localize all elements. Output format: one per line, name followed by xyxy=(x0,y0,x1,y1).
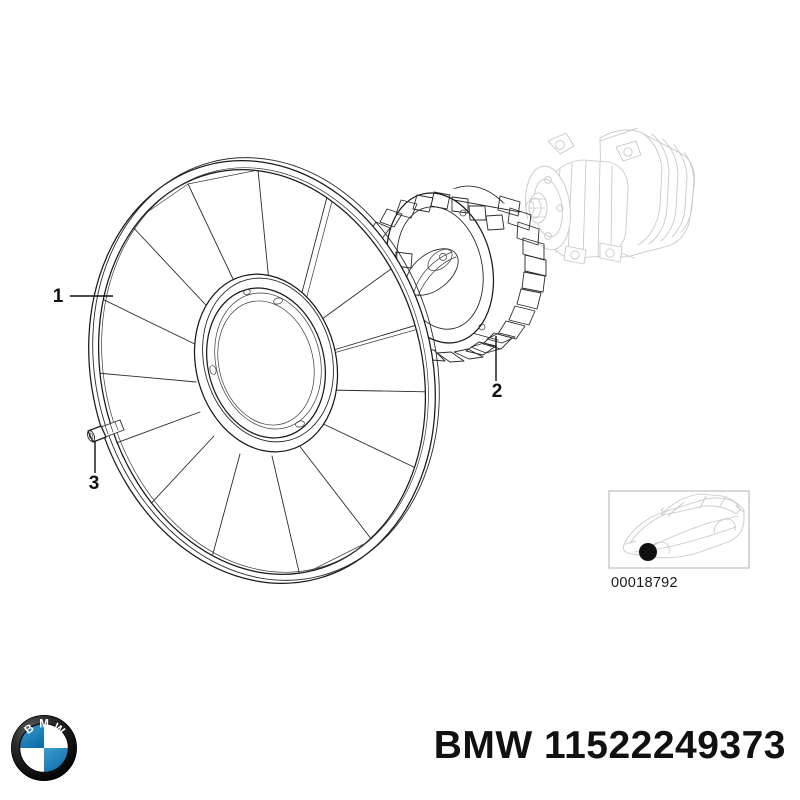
callout-3: 3 xyxy=(89,441,100,494)
callout-1: 1 xyxy=(53,286,113,307)
fan-hub xyxy=(193,273,339,453)
hub-bolt-holes xyxy=(209,289,305,428)
inset-code-label: 00018792 xyxy=(611,575,678,591)
cooling-fan-drawing xyxy=(85,157,442,584)
callout-label-3: 3 xyxy=(89,473,100,494)
callout-label-1: 1 xyxy=(53,286,64,307)
footer-part-caption: BMW 11522249373 xyxy=(433,724,786,767)
vehicle-location-inset: 00018792 xyxy=(608,490,750,591)
cap-screw-drawing xyxy=(86,419,125,443)
svg-text:M: M xyxy=(39,719,49,731)
location-dot xyxy=(639,543,657,561)
callout-label-2: 2 xyxy=(492,381,503,402)
bmw-roundel-logo: B M W xyxy=(11,715,77,781)
clutch-rear-fins xyxy=(465,195,547,356)
clutch-hub xyxy=(405,248,459,297)
inset-border xyxy=(608,490,750,569)
water-pump-ghost-drawing xyxy=(525,127,695,265)
footer-bar: B M W BMW 11522249373 xyxy=(0,708,800,800)
callout-2: 2 xyxy=(492,336,503,402)
